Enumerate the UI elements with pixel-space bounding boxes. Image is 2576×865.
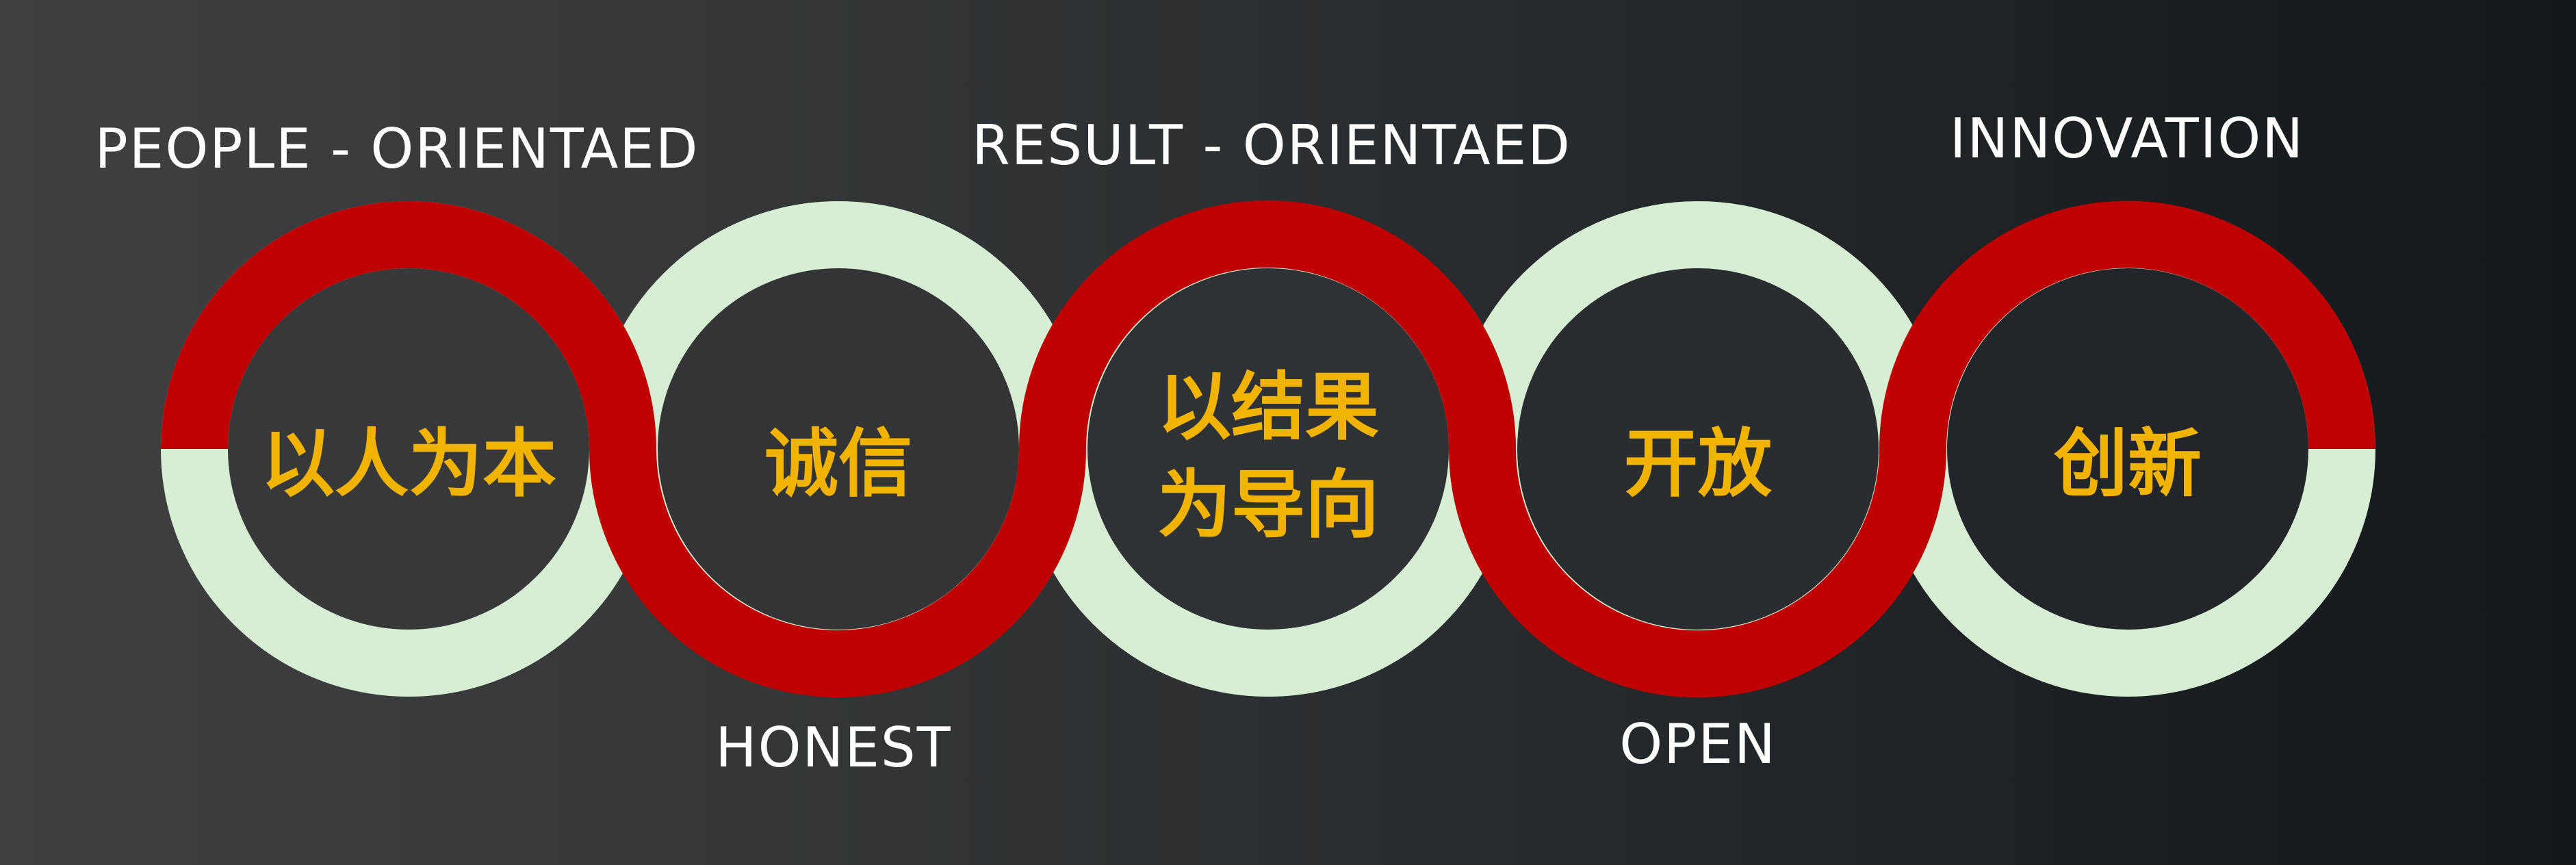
cn-people-oriented: 以人为本 [261,422,556,507]
cn-result-oriented-line2: 为导向 [1157,463,1379,548]
label-innovation: INNOVATION [1950,107,2304,170]
label-honest: HONEST [715,716,951,779]
cn-result-oriented-line1: 以结果 [1157,365,1379,450]
cn-open: 开放 [1624,422,1772,507]
label-open: OPEN [1619,712,1777,776]
red-wave [161,201,2375,698]
cn-innovation: 创新 [2054,422,2202,507]
label-result-oriented: RESULT - ORIENTAED [972,114,1571,177]
label-people-oriented: PEOPLE - ORIENTAED [95,117,699,181]
cn-honest: 诚信 [764,422,912,507]
